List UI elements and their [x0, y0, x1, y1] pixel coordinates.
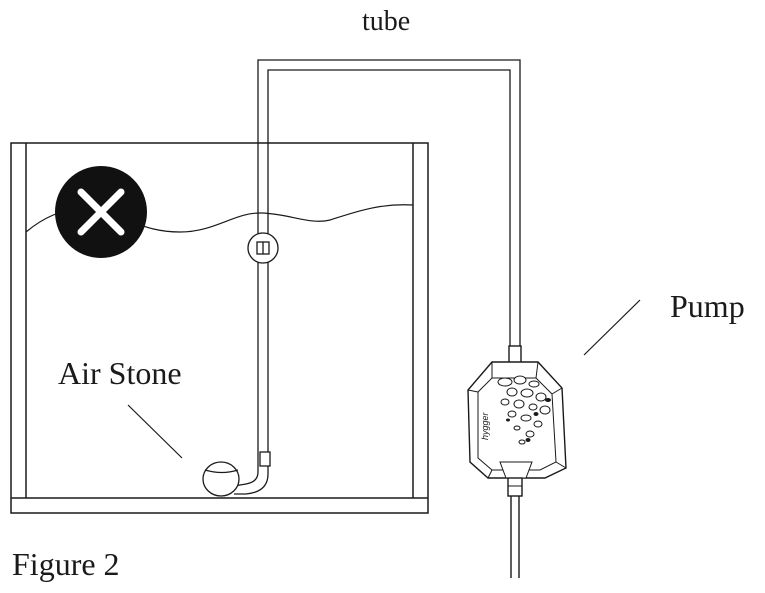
air-stone-leader-line — [127, 404, 183, 459]
figure-caption: Figure 2 — [12, 546, 120, 582]
tube-label: tube — [362, 6, 410, 37]
aquarium-tank — [10, 142, 429, 514]
pump-dark-spots — [506, 398, 551, 442]
pump-label: Pump — [670, 288, 745, 324]
air-stone — [202, 451, 271, 497]
check-valve — [247, 232, 279, 264]
air-stone-label: Air Stone — [58, 355, 182, 391]
tank-outer-wall — [10, 142, 429, 514]
pump-brand-logo: hygger — [480, 411, 490, 440]
pump-body — [467, 361, 567, 479]
x-circle-icon — [55, 166, 147, 258]
pump-pebble-texture — [497, 375, 551, 445]
air-pump: hygger — [467, 345, 567, 578]
pump-leader-line — [583, 299, 641, 356]
